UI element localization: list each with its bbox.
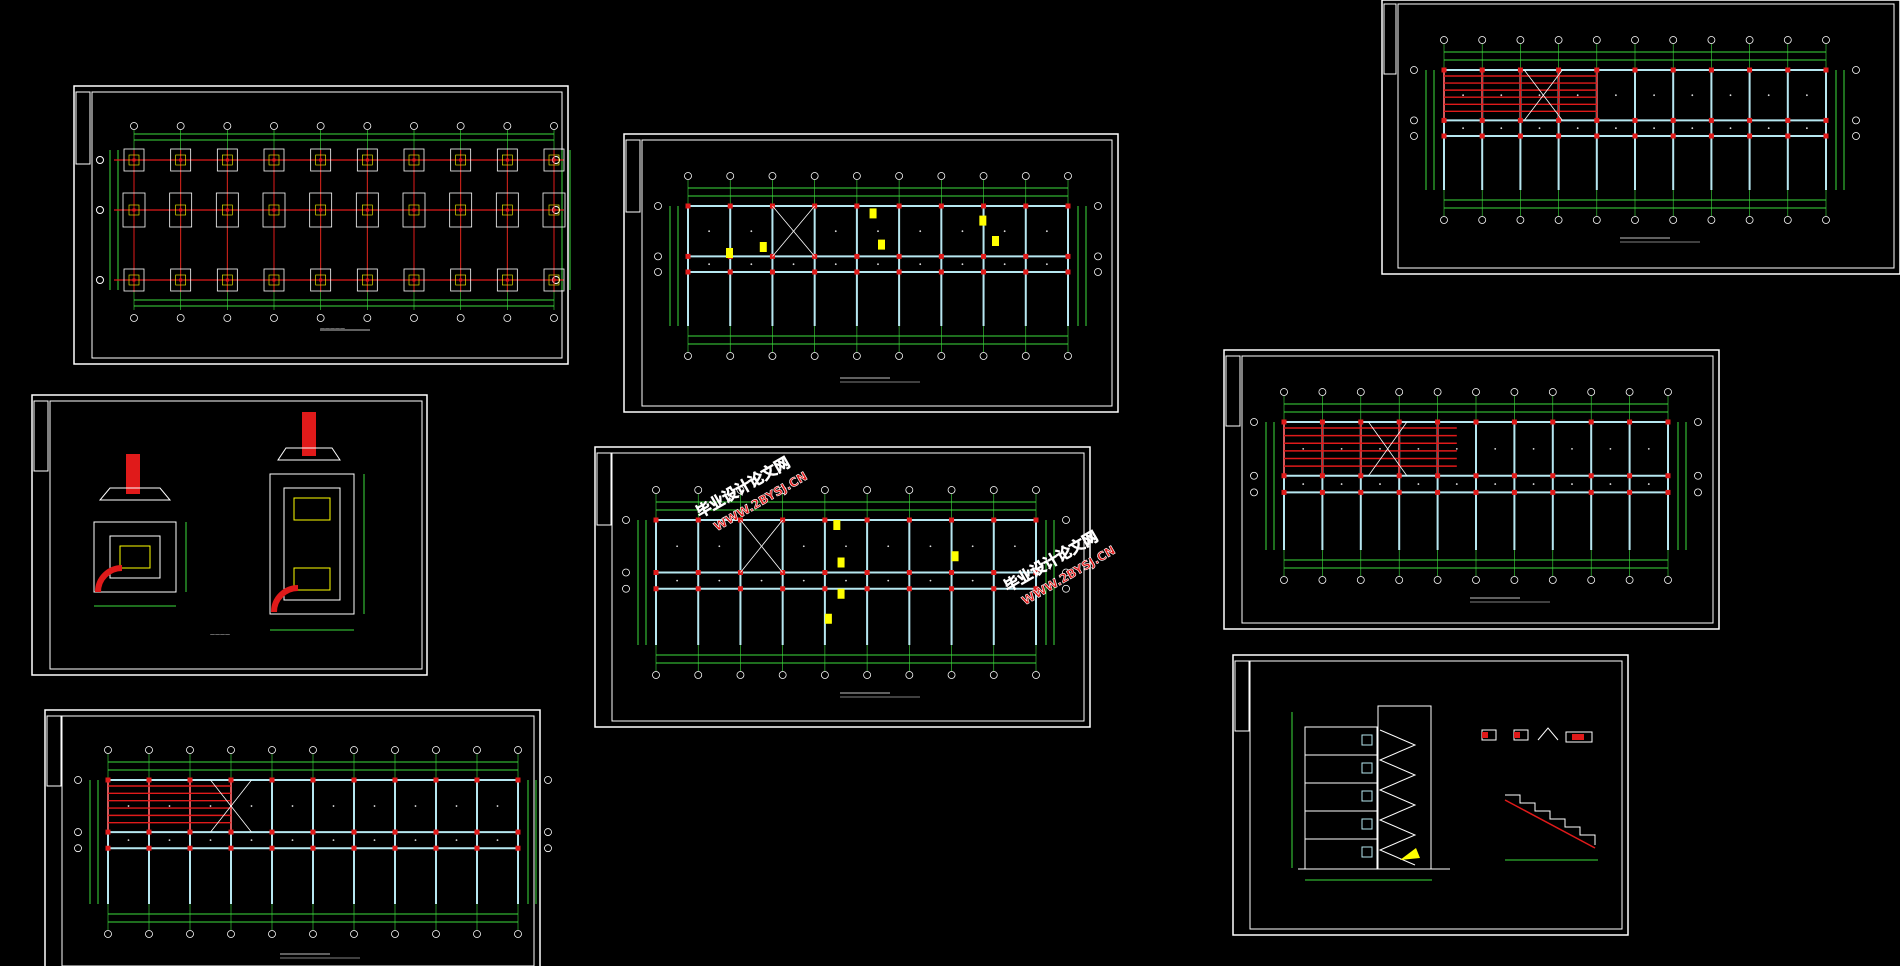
sheet-beam-plan[interactable] [44, 709, 552, 966]
sheet-foundation-plan[interactable]: ————— [73, 85, 571, 365]
sheet-caption: ————— [320, 326, 345, 332]
sheet-floor-plan-b[interactable] [594, 446, 1091, 728]
stair-details [1481, 727, 1598, 861]
sheet-inner-border [1241, 355, 1714, 624]
sheet-caption: ———— [210, 632, 230, 638]
building-section [1291, 705, 1450, 881]
sheet-border [1223, 349, 1720, 630]
title-block [1234, 660, 1250, 732]
sheet-inner-border [611, 452, 1085, 722]
sheet-border [1381, 0, 1900, 275]
floor-plan-c-grid [1410, 36, 1860, 243]
sheet-footing-details[interactable]: ———— [31, 394, 428, 676]
floor-plan-a-grid [654, 172, 1102, 383]
title-block [625, 139, 641, 213]
title-block [33, 400, 49, 472]
title-block [1383, 3, 1397, 75]
title-block [75, 91, 91, 165]
sheet-border [73, 85, 569, 365]
sheet-border [44, 709, 541, 966]
title-block [596, 452, 612, 526]
sheet-inner-border [1397, 3, 1895, 269]
floor-plan-b-grid [622, 486, 1070, 698]
sheet-inner-border [641, 139, 1113, 407]
footing-detail-1 [93, 454, 187, 607]
sheet-inner-border [1249, 660, 1623, 930]
sheet-border [594, 446, 1091, 728]
sheet-floor-plan-d[interactable] [1223, 349, 1720, 630]
sheet-inner-border [61, 715, 535, 966]
floor-plan-d-grid [1250, 388, 1702, 603]
sheet-floor-plan-a[interactable] [623, 133, 1119, 413]
watermark-1: 毕业设计论文网 WWW.2BYSJ.CN [693, 453, 810, 534]
sheet-stair-section[interactable] [1232, 654, 1629, 936]
sheet-border [1232, 654, 1629, 936]
foundation-grid [96, 122, 571, 331]
sheet-floor-plan-c[interactable] [1381, 0, 1900, 275]
beam-plan-grid [74, 746, 552, 959]
sheet-border [623, 133, 1119, 413]
sheet-inner-border [91, 91, 563, 359]
watermark-2: 毕业设计论文网 WWW.2BYSJ.CN [1001, 527, 1118, 608]
footing-detail-2 [269, 412, 365, 631]
title-block [1225, 355, 1241, 427]
title-block [46, 715, 62, 787]
sheet-border [31, 394, 428, 676]
sheet-inner-border [49, 400, 423, 670]
